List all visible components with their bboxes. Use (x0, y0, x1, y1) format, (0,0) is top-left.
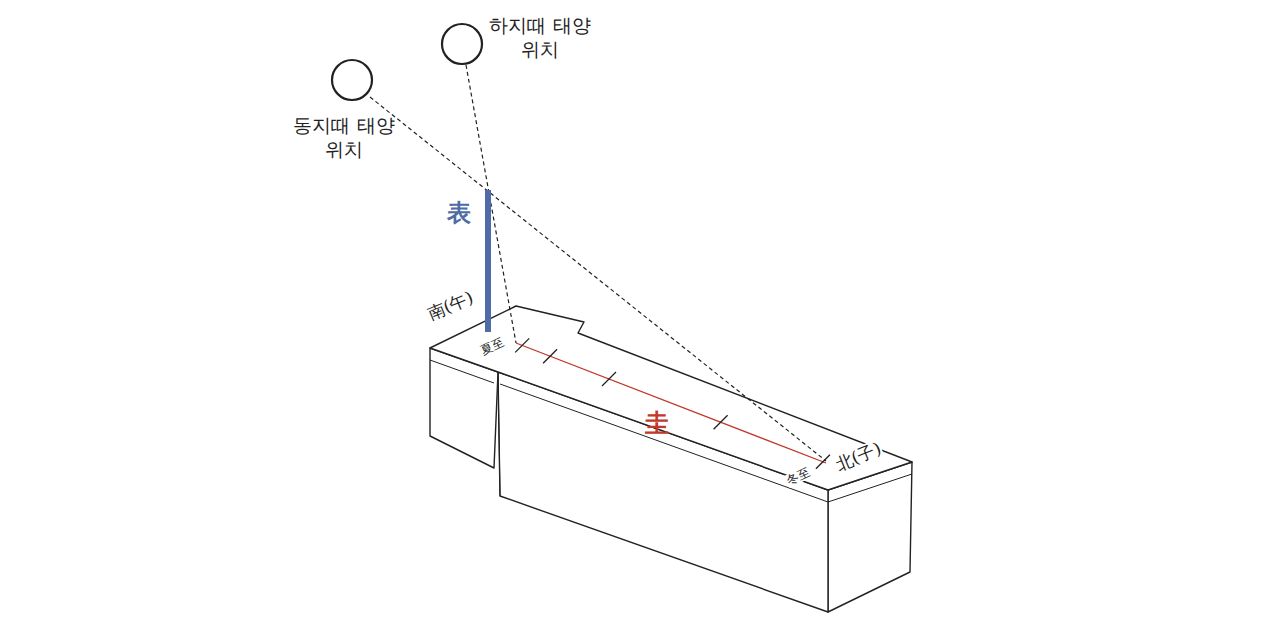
winter-sun-ray (370, 97, 826, 461)
scale-tick (543, 349, 557, 363)
base-layer-line (430, 360, 494, 383)
base-layer-line (500, 384, 828, 502)
base-edge (498, 372, 500, 496)
scale-tick (602, 372, 616, 386)
sun-label: 하지때 태양 위치 (488, 14, 592, 62)
gnomon-pole (485, 190, 491, 332)
sun-position: 동지때 태양 위치 (280, 56, 410, 176)
base-top-face (430, 306, 912, 490)
gnomon-label: 表 (446, 200, 472, 226)
sun-position: 하지때 태양 위치 (438, 10, 608, 82)
scale-tick (515, 338, 529, 352)
scale-tick (714, 415, 728, 429)
gyu-scale-line (516, 343, 826, 463)
sun-circle (442, 24, 482, 64)
base-layer-line (828, 474, 912, 502)
scale-label: 圭 (644, 410, 670, 436)
direction-label: 南(午) (424, 288, 477, 324)
scale-tick (816, 455, 830, 469)
sun-circle (332, 60, 372, 100)
sun-label: 동지때 태양 위치 (290, 114, 398, 162)
